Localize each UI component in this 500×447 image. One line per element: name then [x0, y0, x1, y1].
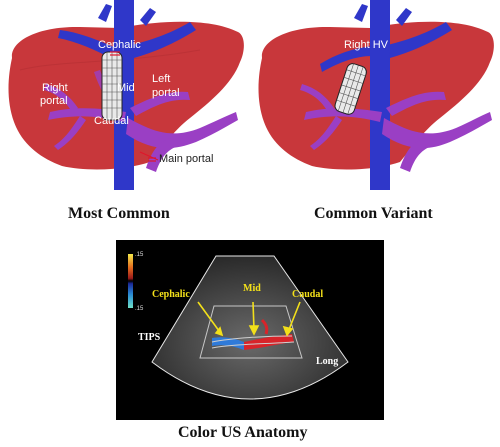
label-cephalic: Cephalic [98, 39, 141, 51]
label-caudal: Caudal [94, 115, 129, 127]
left-hepatic-vein [388, 22, 452, 58]
left-portal-vein [386, 91, 446, 116]
label-us-cephalic: Cephalic [152, 289, 190, 300]
stent-flow-red [244, 334, 294, 350]
label-right-hv: Right HV [344, 39, 389, 51]
label-us-caudal: Caudal [292, 289, 323, 300]
color-scale-bar [128, 254, 133, 308]
caption-most-common: Most Common [68, 205, 170, 222]
color-ultrasound-image: .15 .15 Cephalic Mid Caudal TIPS Long [116, 240, 384, 420]
scale-bottom-label: .15 [135, 306, 144, 312]
caption-color-us-anatomy: Color US Anatomy [178, 424, 308, 441]
color-doppler-box [199, 305, 303, 359]
label-us-mid: Mid [243, 283, 261, 294]
label-tips: TIPS [138, 332, 161, 343]
right-hepatic-vein [58, 30, 116, 60]
tips-stent [334, 63, 367, 115]
scale-top-label: .15 [135, 252, 144, 258]
label-left-portal-2: portal [152, 87, 180, 99]
label-long: Long [316, 356, 338, 367]
label-right-portal-1: Right [42, 82, 68, 94]
left-portal-vein [130, 91, 190, 116]
right-hepatic-vein [320, 46, 372, 72]
annotation-arrows [197, 301, 301, 337]
ivc [114, 0, 134, 190]
most-common-liver-diagram: Cephalic Mid Caudal Right portal Left po… [8, 0, 244, 190]
label-mid: Mid [117, 82, 135, 94]
right-portal-vein [304, 108, 382, 122]
main-portal-vein [126, 112, 238, 149]
ivc [370, 0, 390, 190]
caption-common-variant: Common Variant [314, 205, 433, 222]
label-right-portal-2: portal [40, 95, 68, 107]
left-hepatic-vein [132, 22, 196, 58]
common-variant-liver-diagram: Right HV [258, 0, 494, 190]
main-portal-vein [382, 112, 492, 149]
label-main-portal: Main portal [159, 153, 213, 165]
label-left-portal-1: Left [152, 73, 170, 85]
